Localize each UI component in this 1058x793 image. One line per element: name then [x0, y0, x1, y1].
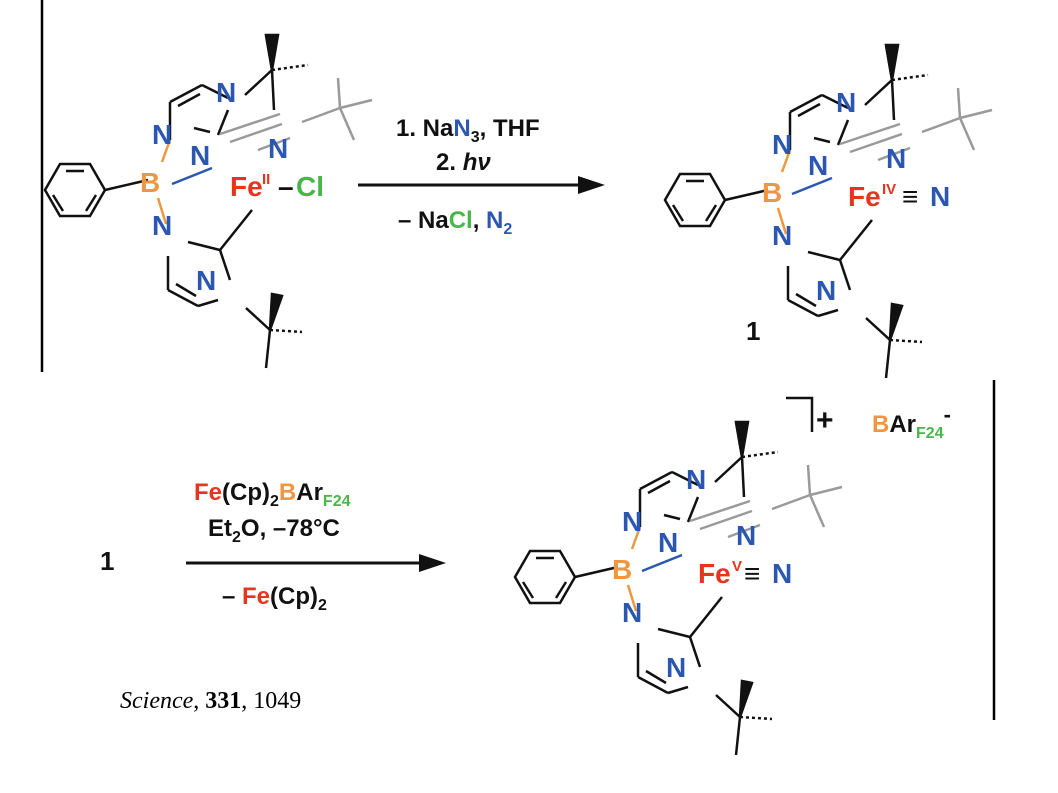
solvent-temperature: Et2O, –78°C: [208, 515, 340, 546]
atom-n: N: [152, 210, 172, 241]
atom-n: N: [736, 520, 756, 551]
atom-b: B: [762, 177, 782, 208]
citation-journal: Science: [120, 688, 194, 714]
reactant-atoms: N N N N B Fe II – Cl N N: [140, 77, 324, 296]
condition-step-2: 2. hν: [436, 149, 491, 176]
atom-n: N: [930, 181, 950, 212]
fe-n-triple-bond: ≡: [902, 181, 918, 212]
condition-step-1: 1. NaN3, THF: [396, 115, 540, 146]
atom-n: N: [772, 558, 792, 589]
citation: Science, 331, 1049: [120, 688, 301, 715]
atom-fe: Fe: [698, 558, 731, 589]
citation-volume: 331: [205, 688, 242, 714]
atom-n: N: [152, 119, 172, 150]
atom-n: N: [886, 143, 906, 174]
atom-n: N: [216, 77, 236, 108]
atom-n: N: [622, 597, 642, 628]
fe-cl-bond: –: [278, 171, 294, 202]
fe-oxidation-state: V: [732, 558, 742, 575]
reaction-arrow-1: [358, 176, 605, 194]
atom-n: N: [658, 527, 678, 558]
oxidant-reagent: Fe(Cp)2BArF24: [194, 479, 351, 510]
atom-n: N: [772, 220, 792, 251]
atom-fe: Fe: [230, 171, 263, 202]
charge-bracket: [786, 396, 814, 432]
product-2-atoms: N N N N B Fe V ≡ N N N: [612, 464, 792, 683]
citation-separator: ,: [193, 688, 206, 714]
atom-n: N: [808, 150, 828, 181]
reaction-arrow-2: [186, 554, 446, 572]
fe-n-triple-bond: ≡: [744, 558, 760, 589]
citation-separator: ,: [241, 688, 254, 714]
atom-b: B: [140, 167, 160, 198]
atom-b: B: [612, 554, 632, 585]
product-2-molecule: [513, 420, 844, 757]
atom-fe: Fe: [848, 181, 881, 212]
atom-n: N: [196, 265, 216, 296]
citation-page: 1049: [253, 688, 302, 714]
atom-n: N: [268, 133, 288, 164]
atom-n: N: [686, 464, 706, 495]
product-1-atoms: N N N N B Fe IV ≡ N N N: [762, 87, 950, 306]
atom-n: N: [772, 129, 792, 160]
fe-oxidation-state: IV: [882, 181, 896, 198]
atom-n: N: [836, 87, 856, 118]
byproduct-2: – Fe(Cp)2: [222, 583, 327, 614]
atom-cl: Cl: [296, 171, 324, 202]
byproducts-1: – NaCl, N2: [398, 207, 512, 238]
compound-label-1: 1: [746, 316, 760, 346]
atom-n: N: [666, 652, 686, 683]
cation-charge: +: [816, 404, 834, 437]
counter-anion: BArF24-: [872, 402, 951, 442]
atom-n: N: [816, 275, 836, 306]
compound-label-1-reactant: 1: [100, 546, 114, 576]
fe-oxidation-state: II: [262, 171, 270, 188]
atom-n: N: [190, 140, 210, 171]
atom-n: N: [622, 506, 642, 537]
